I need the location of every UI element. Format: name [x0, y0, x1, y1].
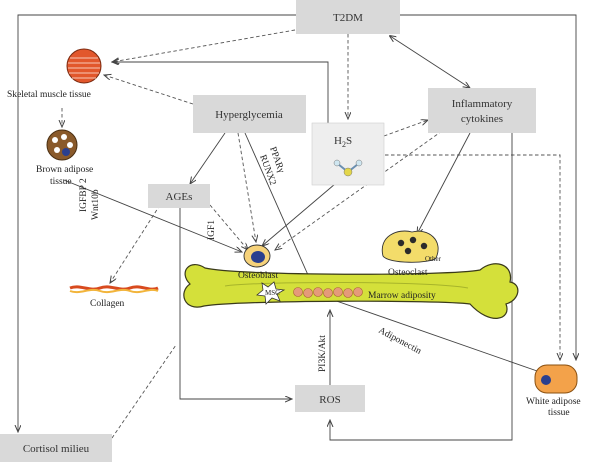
arrow-t2dm-inflammatory: [390, 36, 470, 88]
inflammatory-label-1: Inflammatory: [452, 98, 513, 110]
igf1-label: IGF1: [207, 220, 217, 240]
msc-cell: [256, 281, 286, 305]
osteoclast-label: Osteoclast: [388, 268, 428, 278]
marrow-adiposity-label: Marrow adiposity: [368, 291, 436, 301]
collagen-icon: [69, 285, 159, 294]
arrow-ages-ros: [179, 208, 292, 399]
osteoclast-cell: Other Osteoclast: [381, 230, 442, 278]
node-t2dm: T2DM: [296, 0, 400, 34]
brown-adipose-label-1: Brown adipose: [36, 165, 93, 175]
ages-label: AGEs: [166, 191, 193, 203]
node-hyperglycemia: Hyperglycemia: [193, 95, 306, 133]
hyperglycemia-label: Hyperglycemia: [215, 109, 283, 121]
arrow-ages-collagen: [110, 204, 161, 283]
node-cortisol: Cortisol milieu: [0, 434, 112, 462]
node-inflammatory: Inflammatory cytokines: [428, 88, 536, 133]
h2s-s: S: [346, 135, 352, 147]
h2s-subscript: 2: [342, 140, 346, 149]
t2dm-label: T2DM: [333, 12, 363, 24]
white-adipose-label-1: White adipose: [526, 397, 581, 407]
arrow-t2dm-white-adipose: [400, 14, 576, 360]
node-ros: ROS: [295, 385, 365, 412]
node-h2s: H2S: [311, 122, 385, 186]
arrow-h2s-muscle: [112, 62, 329, 124]
igfbp2-label: IGFBP 2: [79, 178, 89, 212]
arrow-h2s-white-adipose: [385, 154, 560, 360]
connectors: [18, 14, 576, 441]
h2s-molecule-icon: [333, 159, 363, 177]
skeletal-muscle-icon: [66, 48, 102, 84]
pi3k-label: PI3K/Akt: [318, 335, 328, 372]
arrow-hyper-osteoblast: [237, 132, 256, 242]
h2s-label: H2S: [334, 135, 352, 149]
osteoblast-label: Osteoblast: [238, 271, 278, 281]
h2s-h: H: [334, 135, 342, 147]
bone-illustration: MSC Marrow adiposity: [183, 263, 519, 319]
arrow-ages-osteoblast: [209, 204, 248, 250]
white-adipose-label-2: tissue: [548, 408, 570, 418]
arrow-hyper-muscle: [104, 75, 194, 105]
cortisol-label: Cortisol milieu: [23, 443, 90, 455]
msc-label: MSC: [265, 289, 280, 297]
arrow-cortisol-bone: [111, 344, 177, 439]
arrow-h2s-inflammatory: [383, 120, 428, 137]
arrow-t2dm-cortisol: [18, 14, 296, 432]
collagen-label: Collagen: [90, 299, 125, 309]
arrow-t2dm-muscle: [112, 29, 296, 62]
osteoblast-cell: Osteoblast: [238, 244, 278, 281]
inflammatory-label-2: cytokines: [461, 113, 503, 125]
marrow-cells: [293, 287, 363, 298]
brown-adipose-icon: [46, 129, 78, 161]
bone-marrow-line: [224, 281, 469, 289]
brown-adipose-label-2: tissue: [50, 177, 72, 187]
arrow-hyper-ages: [190, 132, 226, 184]
skeletal-muscle-label: Skeletal muscle tissue: [7, 90, 91, 100]
ros-label: ROS: [319, 394, 340, 406]
arrow-inflammatory-osteoblast: [275, 130, 443, 250]
arrow-hyper-marrow: [244, 132, 312, 284]
adiponectin-label: Adiponectin: [377, 326, 423, 357]
wnt10b-label: Wnt10b: [91, 189, 101, 220]
white-adipose-icon: [534, 364, 578, 394]
arrow-h2s-osteoblast: [262, 183, 336, 246]
osteoclast-small-label: Other: [425, 255, 442, 263]
node-ages: AGEs: [148, 184, 210, 208]
arrow-inflammatory-osteoclast: [417, 132, 471, 234]
